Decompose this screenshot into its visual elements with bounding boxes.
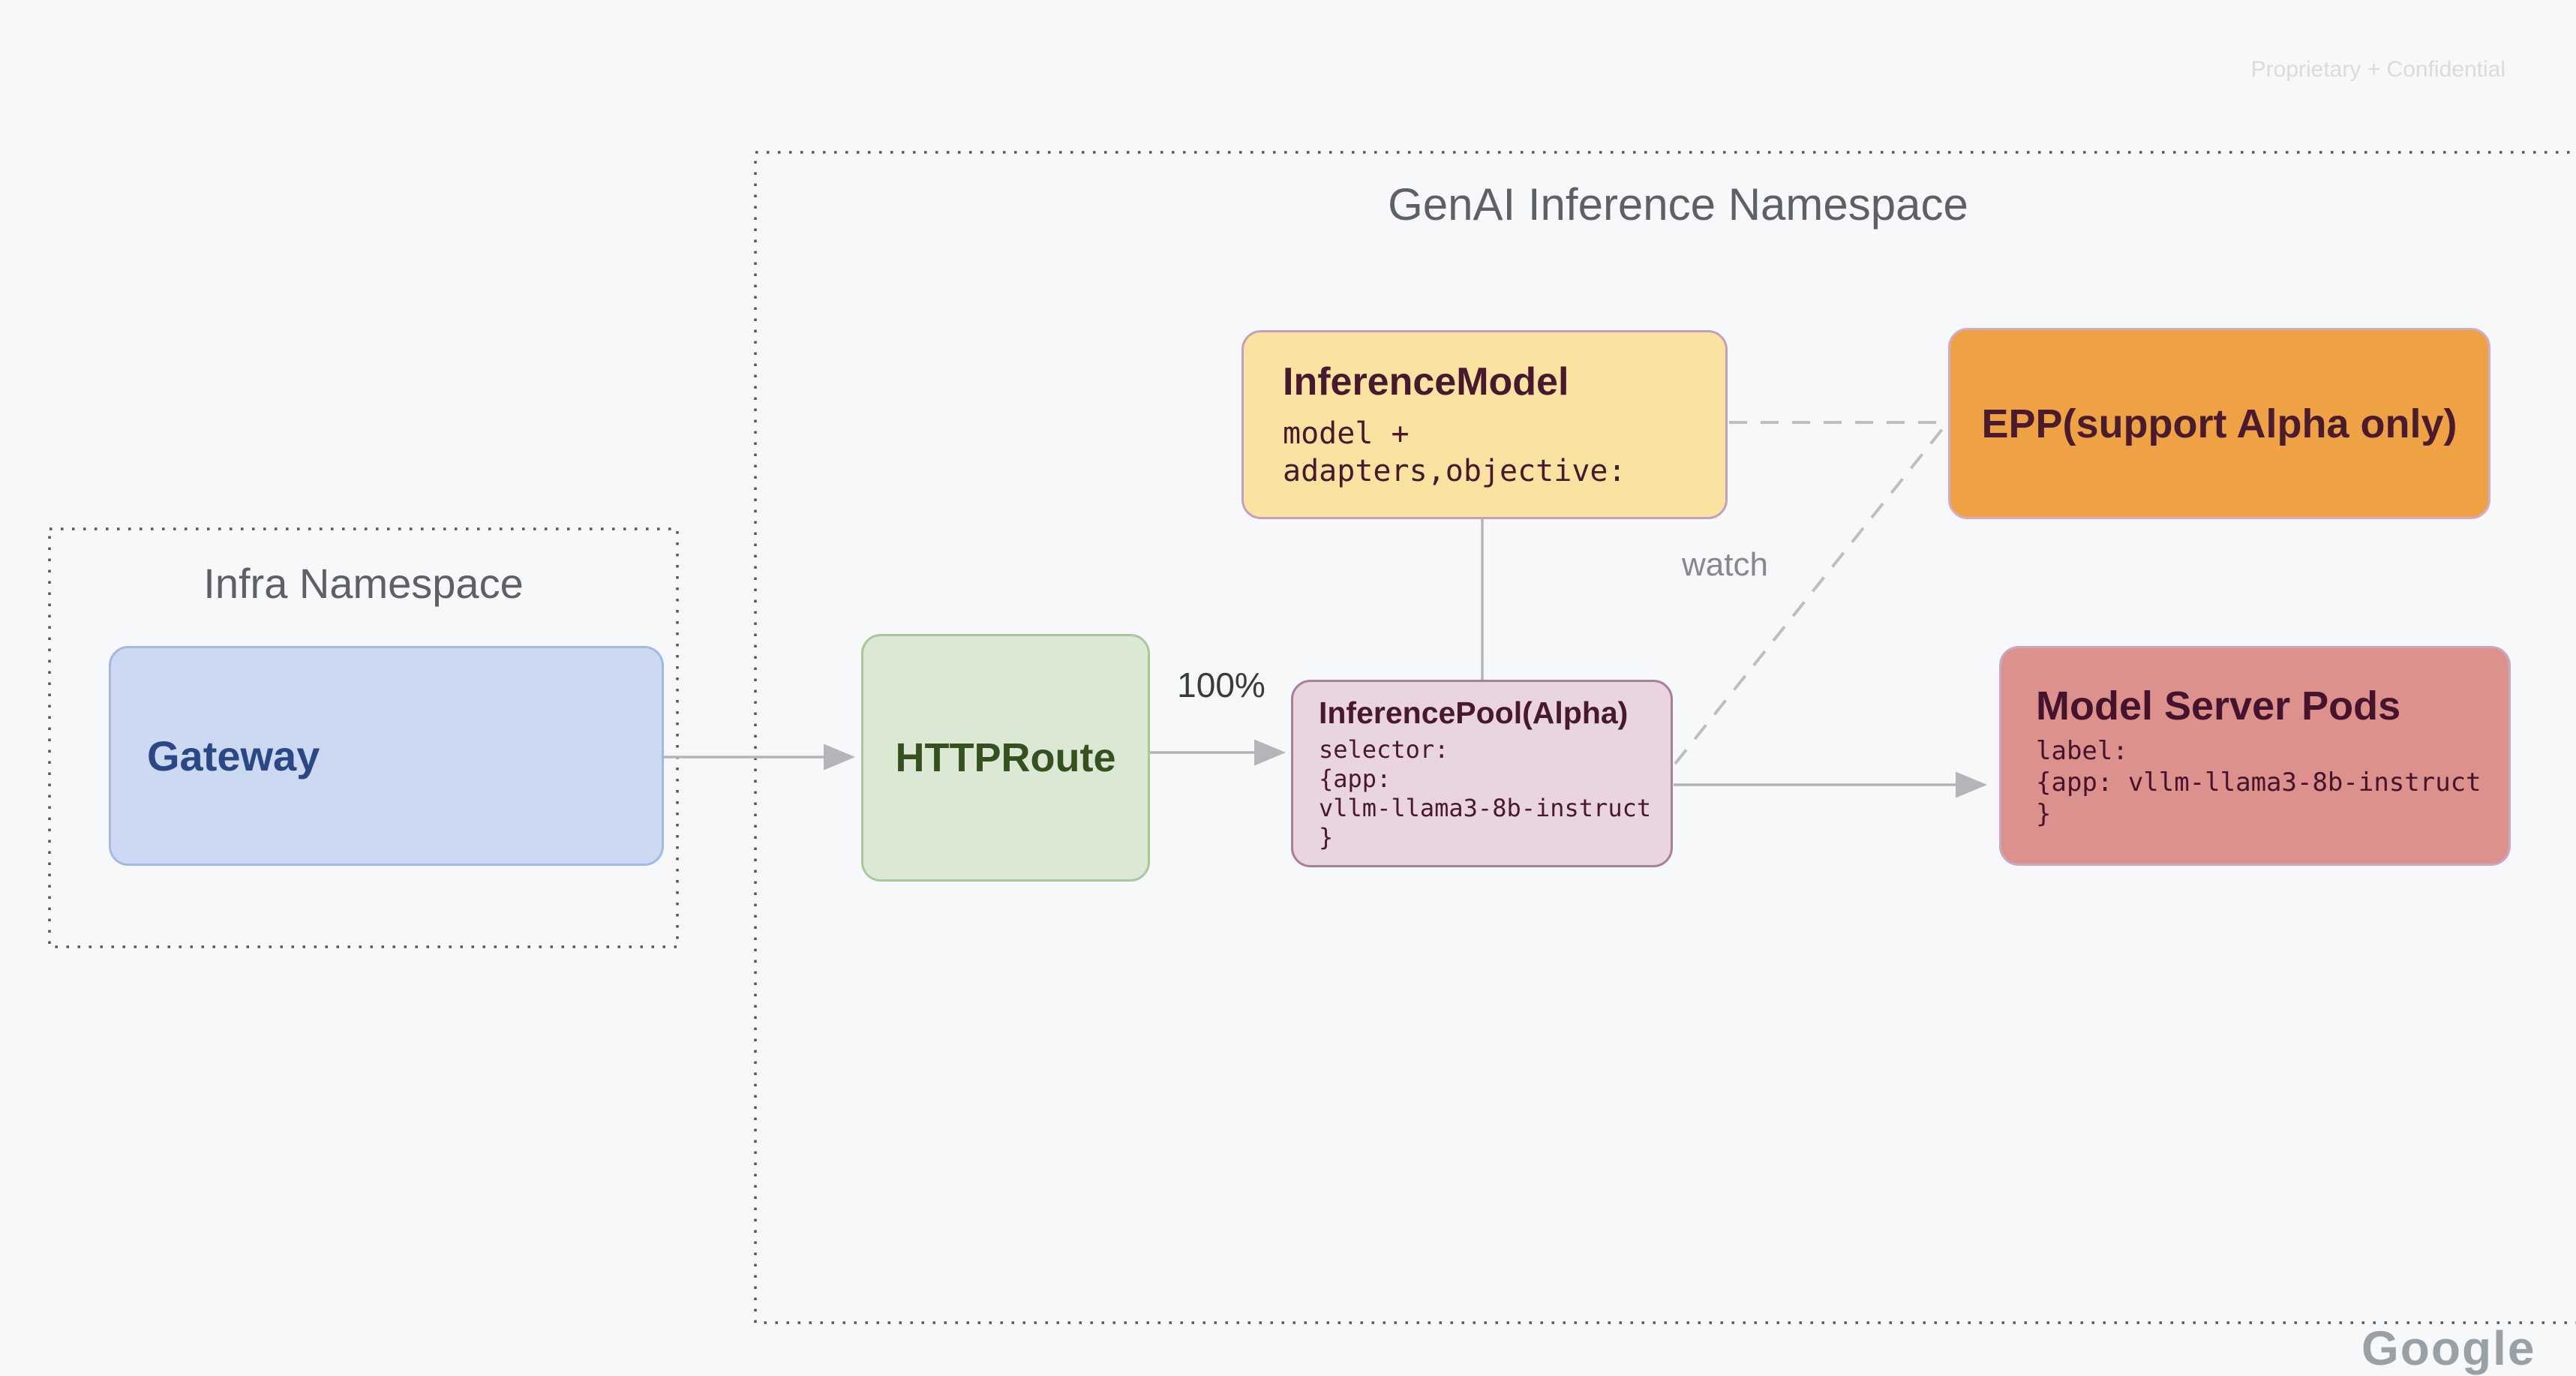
infra-namespace-title: Infra Namespace [203, 560, 524, 607]
gateway-node: Gateway [109, 646, 664, 866]
model-server-pods-node-title: Model Server Pods [2036, 683, 2401, 729]
httproute-node-title: HTTPRoute [895, 735, 1116, 780]
edge-label-100-percent: 100% [1177, 665, 1265, 705]
inference-model-node: InferenceModel model + adapters,objectiv… [1241, 330, 1728, 519]
connector-layer [48, 151, 2576, 1324]
inference-pool-node: InferencePool(Alpha) selector: {app: vll… [1291, 680, 1673, 867]
epp-node: EPP(support Alpha only) [1948, 328, 2490, 519]
genai-namespace-frame [754, 151, 2576, 1324]
google-logo-partial: Google [2361, 1321, 2536, 1375]
model-server-pods-code-line: {app: vllm-llama3-8b-instruct [2036, 767, 2481, 798]
inference-model-node-title: InferenceModel [1283, 360, 1569, 404]
inference-pool-node-title: InferencePool(Alpha) [1319, 695, 1629, 730]
inference-model-code-line: model + [1283, 416, 1410, 451]
watermark-text: Proprietary + Confidential [2250, 57, 2505, 82]
inference-pool-code-line: vllm-llama3-8b-instruct [1319, 793, 1652, 822]
edge-inference-pool-to-epp [1674, 423, 1947, 765]
inference-pool-code-line: {app: [1319, 764, 1392, 793]
model-server-pods-node: Model Server Pods label: {app: vllm-llam… [1999, 646, 2511, 866]
edge-label-watch: watch [1682, 546, 1768, 583]
inference-pool-code-line: } [1319, 822, 1334, 852]
inference-model-code-line: adapters,objective: [1283, 454, 1626, 488]
httproute-node: HTTPRoute [861, 634, 1150, 882]
model-server-pods-code-line: label: [2036, 735, 2128, 766]
slide-canvas: { "page": { "background": "#f7f8fa", "wa… [48, 57, 2576, 1375]
genai-namespace-title: GenAI Inference Namespace [1388, 179, 1968, 230]
epp-node-title: EPP(support Alpha only) [1981, 401, 2457, 446]
model-server-pods-code-line: } [2036, 798, 2052, 829]
inference-pool-code-line: selector: [1319, 735, 1449, 764]
gateway-node-title: Gateway [147, 732, 320, 780]
